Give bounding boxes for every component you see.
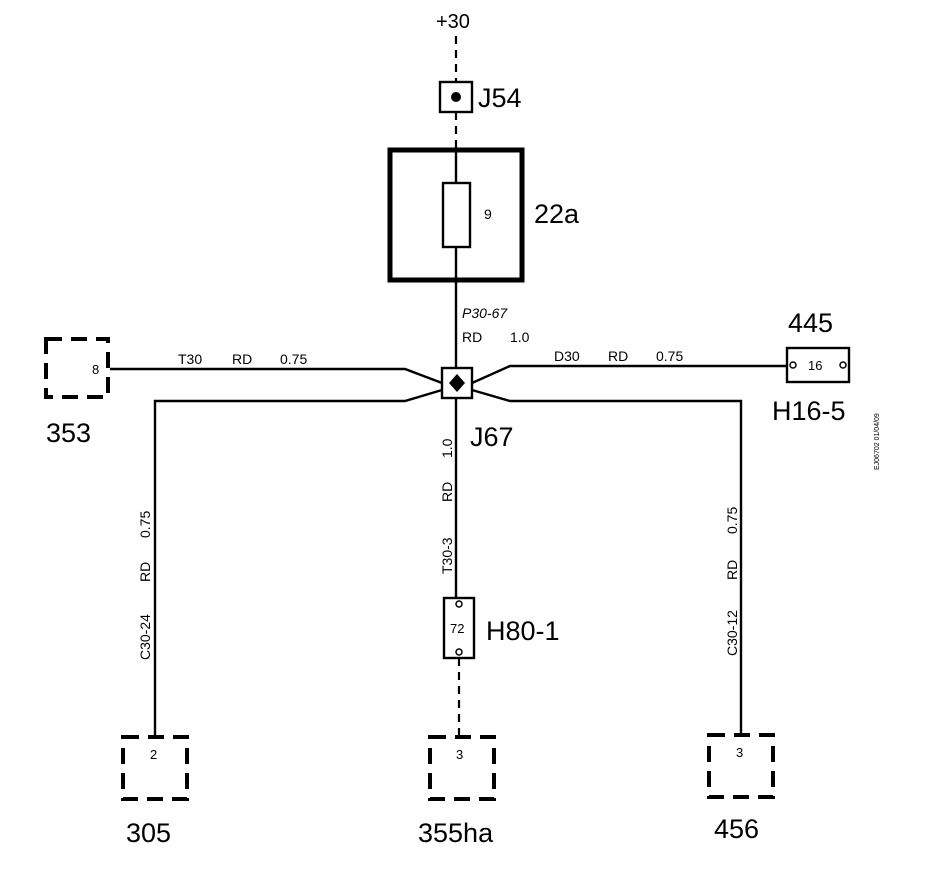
- wire-down-right-color: RD: [724, 560, 740, 580]
- connector-456-label: 456: [714, 814, 759, 844]
- connector-355ha: [428, 735, 496, 801]
- connector-355ha-pin: 3: [456, 747, 463, 762]
- supply-label: +30: [436, 11, 470, 33]
- connector-355ha-label: 355ha: [418, 818, 494, 848]
- wire-down-center-size: 1.0: [439, 438, 455, 458]
- connector-456-pin: 3: [736, 745, 743, 760]
- wire-left-code: T30: [178, 351, 202, 367]
- wire-down-right-code: C30-12: [724, 610, 740, 656]
- connector-445-label: 445: [788, 308, 833, 338]
- connector-353-label: 353: [46, 418, 91, 448]
- wire-right-size: 0.75: [656, 348, 683, 364]
- junction-j54: [438, 80, 474, 114]
- fuse-box: [387, 147, 525, 283]
- connector-353-pin: 8: [92, 362, 99, 377]
- wire-down-center-color: RD: [439, 482, 455, 502]
- connector-h16-5-label: H16-5: [772, 396, 846, 426]
- wire-right-code: D30: [554, 348, 580, 364]
- fuse-number: 9: [484, 206, 492, 222]
- wire-right-color: RD: [608, 348, 628, 364]
- connector-456: [707, 733, 775, 799]
- wire-down-center-code: T30-3: [439, 537, 455, 574]
- splice-j67-label: J67: [470, 422, 514, 452]
- wire-supply-size: 1.0: [510, 329, 530, 345]
- connector-305-pin: 2: [150, 747, 157, 762]
- wire-right: [471, 364, 787, 385]
- wire-down-right: [471, 388, 743, 735]
- wire-left: [110, 367, 443, 385]
- connector-h16-5: [785, 346, 851, 384]
- junction-j54-label: J54: [478, 83, 522, 113]
- connector-305-label: 305: [126, 818, 171, 848]
- document-code: EJ06702 01/04/09: [874, 413, 881, 470]
- fuse-label: 22a: [534, 199, 580, 229]
- wire-down-left-color: RD: [137, 562, 153, 582]
- wire-supply-color: RD: [462, 329, 482, 345]
- splice-j67: [440, 366, 474, 400]
- wire-down-left-size: 0.75: [137, 511, 153, 538]
- connector-h16-5-pin: 16: [808, 358, 822, 373]
- wire-down-left: [153, 388, 443, 735]
- wire-supply-code: P30-67: [462, 305, 508, 321]
- wire-down-left-code: C30-24: [137, 614, 153, 660]
- connector-305: [121, 735, 189, 801]
- connector-353: [44, 337, 110, 399]
- wire-left-color: RD: [232, 351, 252, 367]
- connector-h80-1-label: H80-1: [486, 616, 560, 646]
- wire-down-right-size: 0.75: [724, 507, 740, 534]
- connector-h80-1-pin: 72: [450, 621, 464, 636]
- wire-left-size: 0.75: [280, 351, 307, 367]
